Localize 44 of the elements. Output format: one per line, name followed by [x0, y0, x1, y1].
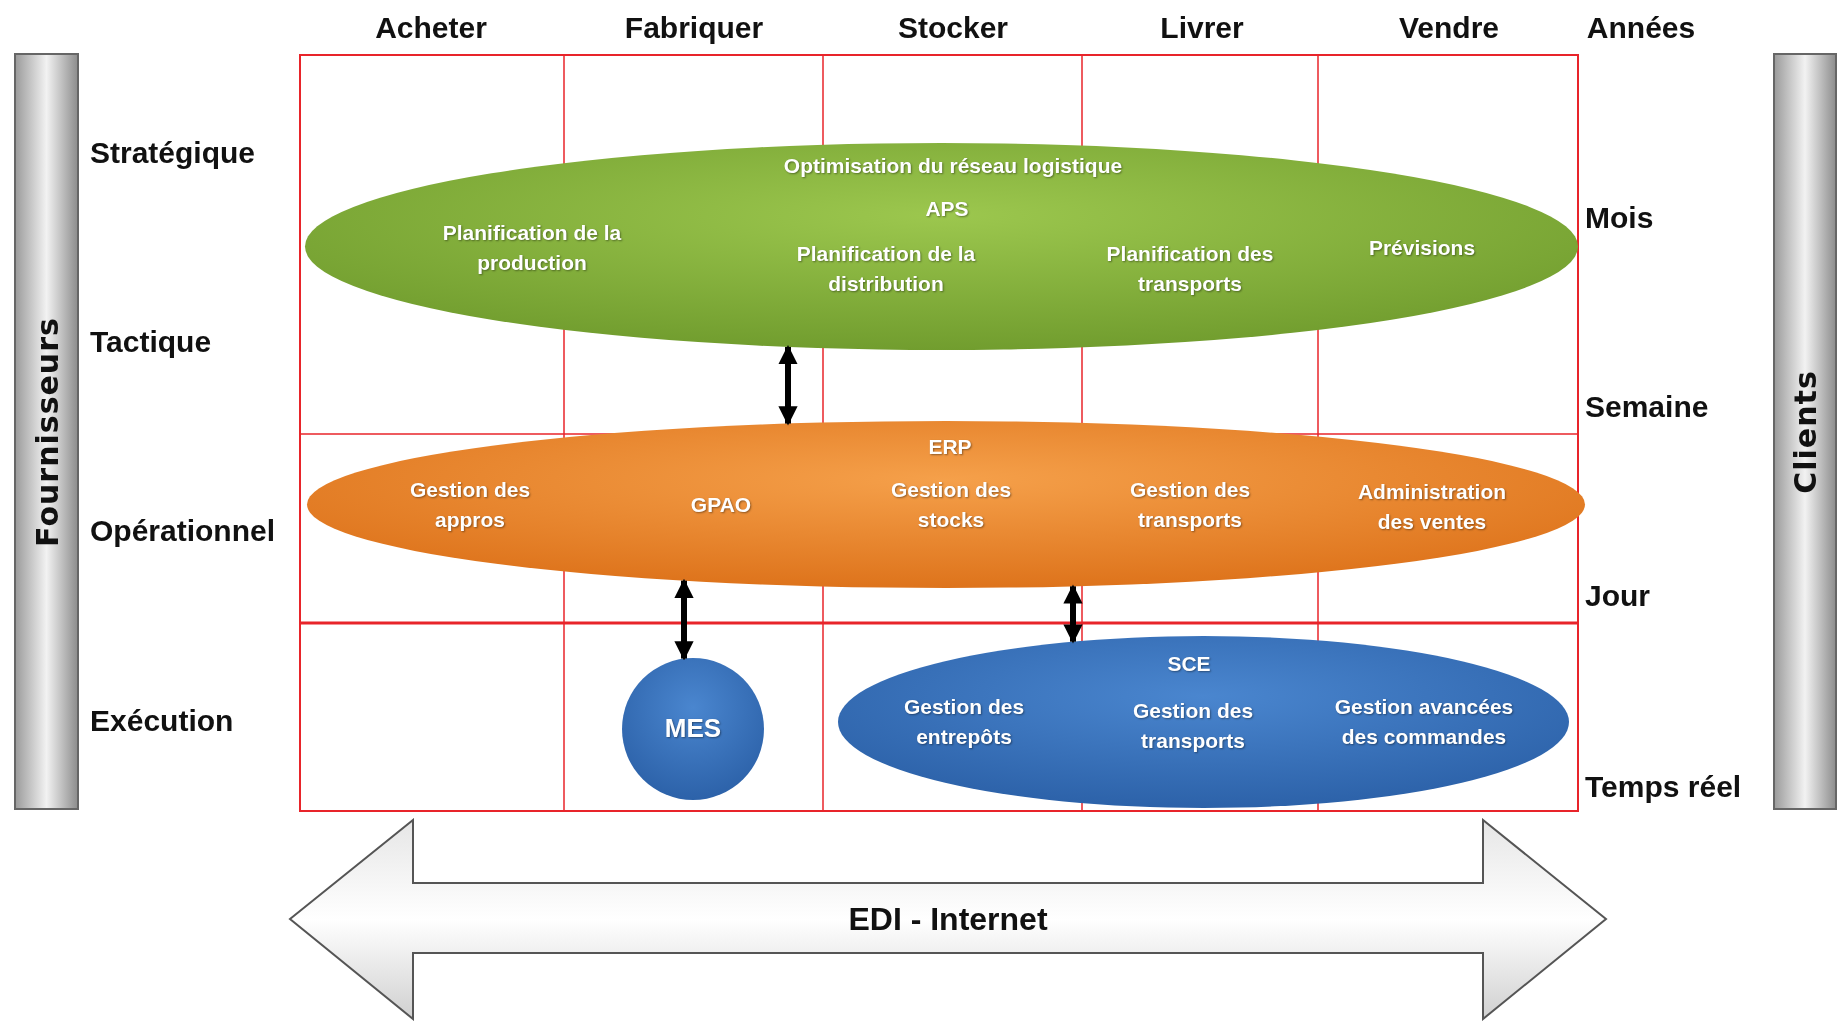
double-arrow	[288, 818, 1608, 1021]
ellipse	[836, 634, 1571, 810]
module-label: Planification de la distribution	[795, 240, 977, 297]
module-label: Planification des transports	[1105, 240, 1275, 297]
arrow	[1063, 584, 1083, 644]
column-header: Fabriquer	[624, 11, 764, 45]
module-label: Gestion des appros	[408, 476, 532, 533]
module-label: APS	[924, 195, 970, 222]
module-label: GPAO	[689, 491, 753, 518]
level-label: Stratégique	[90, 136, 256, 170]
module-label: Gestion des transports	[1128, 476, 1252, 533]
side-label: Fournisseurs	[29, 316, 64, 547]
column-header: Vendre	[1398, 11, 1500, 45]
column-header: Livrer	[1160, 11, 1244, 45]
column-header: Acheter	[375, 11, 487, 45]
column-header: Stocker	[897, 11, 1009, 45]
level-label: Opérationnel	[90, 514, 276, 548]
module-label: Planification de la production	[441, 219, 623, 276]
ellipse	[305, 419, 1587, 590]
module-label: Gestion des entrepôts	[902, 693, 1026, 750]
time-scale-label: Mois	[1585, 201, 1654, 235]
time-scale-label: Temps réel	[1585, 770, 1742, 804]
module-label: ERP	[927, 433, 973, 460]
level-label: Exécution	[90, 704, 234, 738]
side-bar	[1773, 53, 1837, 810]
module-label: Gestion des stocks	[889, 476, 1013, 533]
time-scale-label: Semaine	[1585, 390, 1709, 424]
module-label: MES	[663, 712, 723, 746]
ellipse	[303, 141, 1580, 352]
time-scale-label: Jour	[1585, 579, 1650, 613]
module-label: Administration des ventes	[1356, 478, 1508, 535]
module-label: SCE	[1166, 650, 1212, 677]
arrow-label: EDI - Internet	[848, 900, 1048, 938]
time-scale-label: Années	[1586, 11, 1696, 45]
side-label: Clients	[1787, 369, 1823, 494]
arrow	[778, 345, 798, 426]
module-label: Gestion avancées des commandes	[1333, 693, 1515, 750]
module-label: Optimisation du réseau logistique	[782, 152, 1124, 179]
side-bar	[14, 53, 79, 810]
module-label: Prévisions	[1367, 234, 1477, 261]
level-label: Tactique	[90, 325, 212, 359]
module-label: Gestion des transports	[1131, 697, 1255, 754]
circle	[620, 656, 766, 802]
arrow	[674, 578, 694, 661]
